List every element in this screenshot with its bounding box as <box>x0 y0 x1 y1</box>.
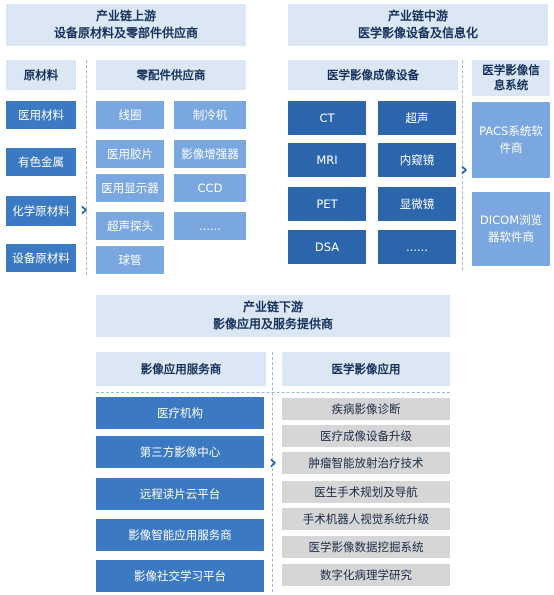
materials-header: 原材料 <box>6 60 76 90</box>
app-item: 医学影像数据挖掘系统 <box>282 536 450 558</box>
apps-header: 医学影像应用 <box>282 352 450 386</box>
part-item: ...... <box>174 212 246 240</box>
imaging-device: ...... <box>378 230 456 264</box>
part-item: 医用胶片 <box>96 140 164 168</box>
app-item: 手术机器人视觉系统升级 <box>282 508 450 530</box>
downstream-separator <box>96 392 450 394</box>
app-item: 医生手术规划及导航 <box>282 481 450 503</box>
midstream-arrow-icon: › <box>459 157 469 181</box>
upstream-title-line2: 设备原材料及零部件供应商 <box>53 26 198 40</box>
material-item: 有色金属 <box>6 148 76 176</box>
imaging-device: DSA <box>288 230 366 264</box>
parts-header: 零配件供应商 <box>96 60 246 90</box>
upstream-title: 产业链上游 设备原材料及零部件供应商 <box>6 4 246 46</box>
midstream-divider <box>462 60 464 270</box>
service-item: 第三方影像中心 <box>96 436 264 468</box>
imaging-device: CT <box>288 101 366 135</box>
material-item: 化学原材料 <box>6 196 76 226</box>
midstream-title: 产业链中游 医学影像设备及信息化 <box>288 4 548 46</box>
part-item: 制冷机 <box>174 101 246 129</box>
info-header-text: 医学影像信息系统 <box>482 63 540 92</box>
app-item: 数字化病理学研究 <box>282 564 450 586</box>
app-item: 肿瘤智能放射治疗技术 <box>282 452 450 474</box>
material-item: 设备原材料 <box>6 244 76 272</box>
part-item: 超声探头 <box>96 212 164 240</box>
imaging-header: 医学影像成像设备 <box>288 60 458 90</box>
part-item: 线圈 <box>96 101 164 129</box>
services-header: 影像应用服务商 <box>96 352 266 386</box>
info-system-text: PACS系统软件商 <box>479 124 543 155</box>
service-item: 影像社交学习平台 <box>96 560 264 592</box>
material-item: 医用材料 <box>6 101 76 129</box>
downstream-title-line1: 产业链下游 <box>242 300 303 314</box>
info-system: PACS系统软件商 <box>472 102 550 178</box>
part-item: 球管 <box>96 246 164 274</box>
downstream-arrow-icon: › <box>268 450 278 474</box>
part-item: 医用显示器 <box>96 174 164 202</box>
imaging-device: 超声 <box>378 101 456 135</box>
app-item: 疾病影像诊断 <box>282 398 450 420</box>
service-item: 影像智能应用服务商 <box>96 519 264 551</box>
downstream-title: 产业链下游 影像应用及服务提供商 <box>96 295 450 337</box>
upstream-title-line1: 产业链上游 <box>95 9 156 23</box>
service-item: 医疗机构 <box>96 397 264 429</box>
info-header: 医学影像信息系统 <box>472 60 550 96</box>
imaging-device: MRI <box>288 143 366 177</box>
imaging-device: 显微镜 <box>378 187 456 221</box>
part-item: 影像增强器 <box>174 140 246 168</box>
midstream-title-line1: 产业链中游 <box>387 9 448 23</box>
downstream-title-line2: 影像应用及服务提供商 <box>212 317 333 331</box>
service-item: 远程读片云平台 <box>96 478 264 510</box>
info-system-text: DICOM浏览器软件商 <box>479 213 543 244</box>
upstream-divider <box>86 60 88 275</box>
part-item: CCD <box>174 174 246 202</box>
imaging-device: 内窥镜 <box>378 143 456 177</box>
downstream-divider <box>272 352 274 592</box>
imaging-device: PET <box>288 187 366 221</box>
info-system: DICOM浏览器软件商 <box>472 192 550 266</box>
upstream-arrow-icon: › <box>79 197 89 221</box>
midstream-title-line2: 医学影像设备及信息化 <box>357 26 478 40</box>
app-item: 医疗成像设备升级 <box>282 425 450 447</box>
